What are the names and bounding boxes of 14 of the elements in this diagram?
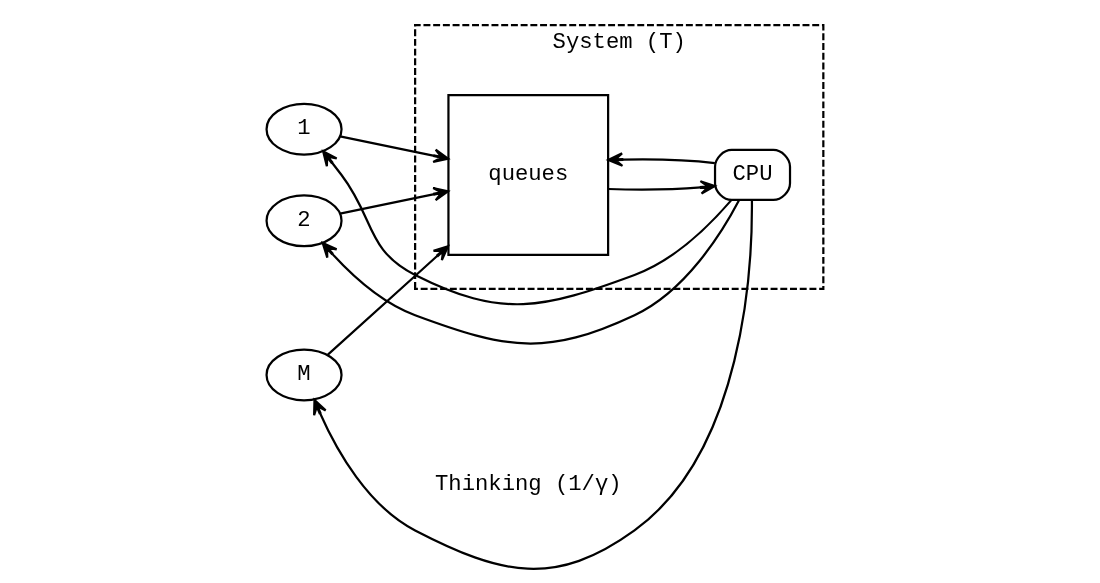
node-ellipse: M [264, 348, 343, 402]
arrow [339, 186, 449, 215]
node-ellipse: 1 [264, 102, 343, 156]
node-box: queues [446, 94, 609, 256]
arrow [312, 200, 753, 570]
node-box: CPU [713, 148, 791, 202]
arrow [326, 245, 449, 356]
arrow [606, 152, 715, 167]
arrow [339, 135, 449, 164]
label: Thinking (1/γ) [434, 471, 622, 497]
arrow [321, 150, 732, 306]
arrow [321, 199, 740, 345]
arrow [607, 180, 716, 195]
node-ellipse: 2 [264, 194, 343, 248]
